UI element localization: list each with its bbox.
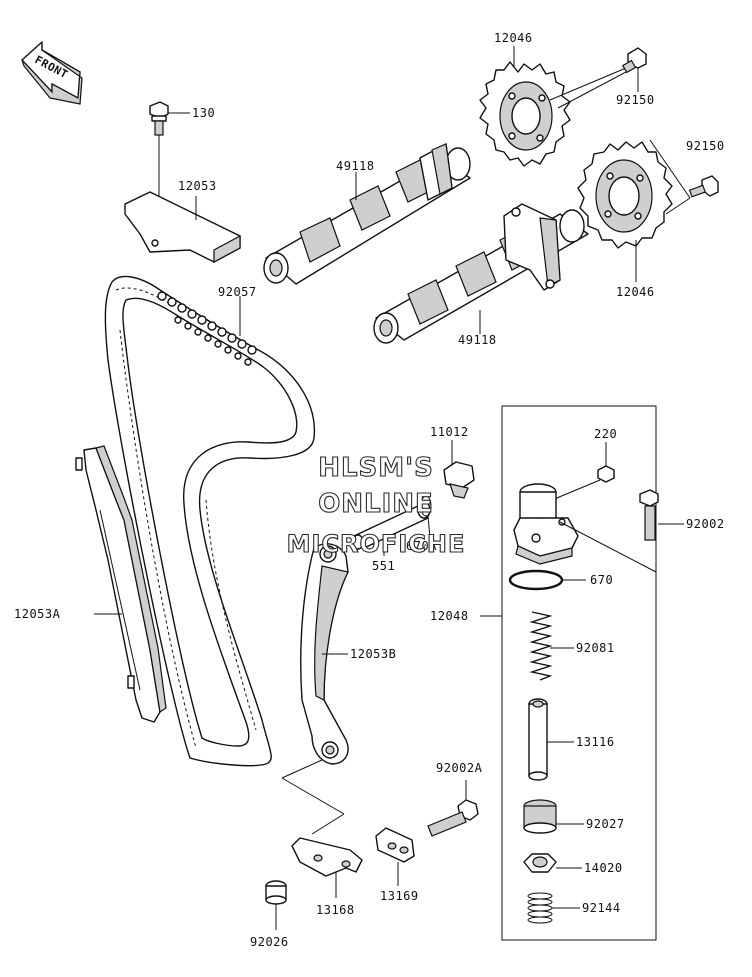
camshaft-49118-top bbox=[263, 143, 471, 285]
tensioner-frame-12048 bbox=[480, 405, 657, 941]
screw-220 bbox=[551, 442, 615, 501]
watermark-line-2: ONLINE bbox=[318, 489, 434, 519]
label-12046-bottom: 12046 bbox=[616, 285, 655, 299]
label-92150-top: 92150 bbox=[616, 93, 655, 107]
label-49118-top: 49118 bbox=[336, 159, 375, 173]
label-92057: 92057 bbox=[218, 285, 257, 299]
label-13169: 13169 bbox=[380, 889, 419, 903]
label-92002: 92002 bbox=[686, 517, 725, 531]
chain-guide-12053 bbox=[124, 191, 241, 264]
label-12046-top: 12046 bbox=[494, 31, 533, 45]
plug-11012 bbox=[443, 440, 475, 499]
label-130: 130 bbox=[192, 106, 215, 120]
front-arrow-icon: FRONT bbox=[21, 41, 83, 105]
rod-13116 bbox=[528, 698, 574, 781]
label-13168: 13168 bbox=[316, 903, 355, 917]
bolt-92002A bbox=[427, 780, 479, 837]
sprocket-12046-top bbox=[479, 46, 627, 167]
label-92144: 92144 bbox=[582, 901, 621, 915]
label-92027: 92027 bbox=[586, 817, 625, 831]
sprocket-12046-bottom bbox=[577, 139, 691, 282]
chain-links bbox=[157, 291, 257, 366]
nut-14020 bbox=[523, 853, 582, 873]
watermark-line-1: HLSM'S bbox=[318, 453, 434, 483]
chain-guide-12053B bbox=[281, 543, 349, 835]
cam-chain-92057 bbox=[104, 275, 316, 767]
label-13116: 13116 bbox=[576, 735, 615, 749]
bracket-13169 bbox=[375, 827, 415, 886]
spring-92144 bbox=[527, 892, 580, 924]
label-11012: 11012 bbox=[430, 425, 469, 439]
label-92002A: 92002A bbox=[436, 761, 483, 775]
watermark-line-3: MICROFICHE bbox=[287, 530, 466, 558]
plate-13168 bbox=[291, 837, 363, 898]
pin-551 bbox=[352, 495, 432, 556]
label-551: 551 bbox=[372, 559, 395, 573]
bolt-92150-top bbox=[621, 47, 647, 92]
label-49118-bottom: 49118 bbox=[458, 333, 497, 347]
label-220: 220 bbox=[594, 427, 617, 441]
label-92150-right: 92150 bbox=[686, 139, 725, 153]
label-12048: 12048 bbox=[430, 609, 469, 623]
label-12053B: 12053B bbox=[350, 647, 396, 661]
collar-92027 bbox=[523, 799, 584, 834]
spring-92081 bbox=[529, 611, 574, 681]
bolt-92026 bbox=[265, 880, 287, 930]
watermark: HLSM'S ONLINE MICROFICHE bbox=[286, 452, 466, 558]
camshaft-49118-bottom bbox=[373, 203, 589, 344]
label-670A: 670A bbox=[406, 539, 437, 553]
bolt-92150-right bbox=[688, 175, 719, 198]
o-ring-670 bbox=[508, 569, 586, 591]
chain-guide-12053A bbox=[75, 445, 167, 723]
bolt-92002 bbox=[639, 489, 684, 541]
label-12053A: 12053A bbox=[14, 607, 61, 621]
label-12053: 12053 bbox=[178, 179, 217, 193]
tensioner-body bbox=[513, 483, 657, 573]
label-14020: 14020 bbox=[584, 861, 623, 875]
label-92026: 92026 bbox=[250, 935, 289, 949]
label-92081: 92081 bbox=[576, 641, 615, 655]
label-670: 670 bbox=[590, 573, 613, 587]
